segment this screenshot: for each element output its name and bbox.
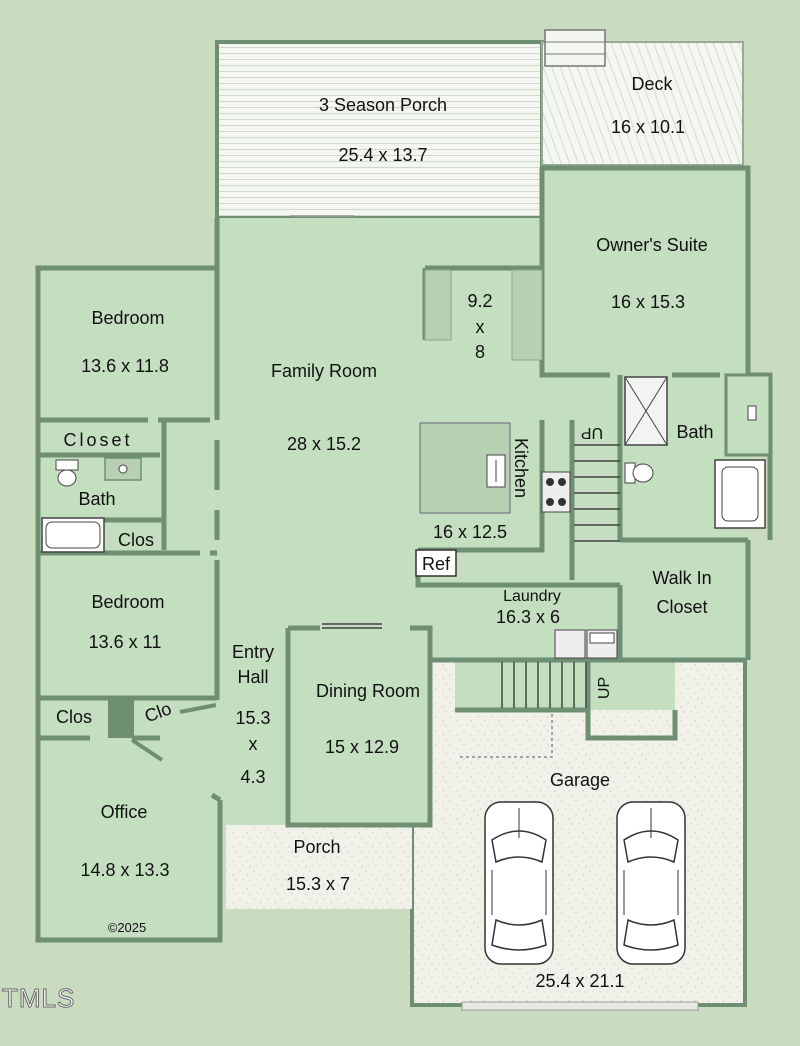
closet-post (108, 700, 134, 738)
deck-dims: 16 x 10.1 (611, 117, 685, 137)
sink-icon (486, 454, 506, 488)
laundry-name: Laundry (503, 588, 561, 605)
refrigerator-label: Ref (422, 554, 451, 574)
owners-suite-area (542, 168, 748, 373)
nook-dims-top: 9.2 (467, 291, 492, 311)
laundry-dims: 16.3 x 6 (496, 607, 560, 627)
nook-dims-bottom: 8 (475, 342, 485, 362)
bedroom-1-name: Bedroom (91, 308, 164, 328)
garage-step-area (455, 660, 675, 710)
three-season-porch-area (215, 40, 544, 220)
three-season-porch-dims: 25.4 x 13.7 (338, 145, 427, 165)
bath-tub-icon (41, 517, 105, 553)
front-porch-area (226, 825, 412, 909)
three-season-porch-name: 3 Season Porch (319, 95, 447, 115)
owners-suite-dims: 16 x 15.3 (611, 292, 685, 312)
bedroom-2-dims: 13.6 x 11 (89, 632, 162, 652)
copyright-text: ©2025 (108, 920, 147, 935)
clos-left-name: Clos (118, 530, 154, 550)
office-dims: 14.8 x 13.3 (80, 860, 169, 880)
owners-bath-name: Bath (676, 422, 713, 442)
kitchen-name: Kitchen (511, 438, 531, 498)
garage-door (461, 1001, 699, 1011)
nook-cabinet-left (424, 269, 452, 341)
entry-hall-dims-a: 15.3 (235, 708, 270, 728)
bath-left-name: Bath (78, 489, 115, 509)
entry-hall-line2: Hall (237, 667, 268, 687)
owners-vanity-icon (724, 373, 772, 457)
bath-sink-icon (104, 457, 142, 481)
clos-bottom-name: Clos (56, 707, 92, 727)
walk-in-closet-line1: Walk In (652, 568, 711, 588)
kitchen-dims: 16 x 12.5 (433, 522, 507, 542)
stairs-bottom-label: UP (596, 677, 613, 699)
entry-hall-dims-x: x (249, 734, 258, 754)
entry-hall-dims-b: 4.3 (240, 767, 265, 787)
stairs-upper (574, 444, 620, 542)
nook-dims-x: x (476, 317, 485, 337)
walk-in-closet-line2: Closet (656, 597, 707, 617)
stove-icon (541, 471, 571, 513)
stairs-lower (501, 662, 587, 708)
dining-room-dims: 15 x 12.9 (325, 737, 399, 757)
family-room-name: Family Room (271, 361, 377, 381)
garage-area (410, 658, 747, 1007)
car-icon (616, 801, 686, 965)
garage-name: Garage (550, 770, 610, 790)
owners-tub-icon (714, 459, 766, 529)
deck-name: Deck (631, 74, 673, 94)
dining-slider-door (322, 623, 382, 629)
porch-dims: 15.3 x 7 (286, 874, 350, 894)
dining-room-area (288, 625, 430, 825)
car-icon (484, 801, 554, 965)
garage-dims: 25.4 x 21.1 (535, 971, 624, 991)
deck-steps (544, 29, 606, 67)
porch-name: Porch (293, 837, 340, 857)
bedroom-1-dims: 13.6 x 11.8 (81, 356, 169, 376)
owners-suite-name: Owner's Suite (596, 235, 707, 255)
closet-name: Closet (63, 430, 132, 450)
nook-cabinet-right (511, 269, 543, 361)
refrigerator-icon (415, 549, 457, 577)
mls-watermark: TMLS (2, 983, 75, 1013)
family-room-dims: 28 x 15.2 (287, 434, 361, 454)
washer-dryer-icon (554, 629, 618, 659)
owners-toilet-icon (624, 462, 654, 484)
bedroom-2-name: Bedroom (91, 592, 164, 612)
bath-toilet-icon (55, 459, 79, 487)
shower-icon (624, 376, 668, 446)
garage-dashed-line (460, 712, 553, 758)
office-name: Office (101, 802, 148, 822)
dining-room-name: Dining Room (316, 681, 420, 701)
stairs-top-label: UP (581, 424, 603, 441)
entry-hall-line1: Entry (232, 642, 274, 662)
walls (35, 165, 773, 943)
door-swings (130, 703, 217, 762)
